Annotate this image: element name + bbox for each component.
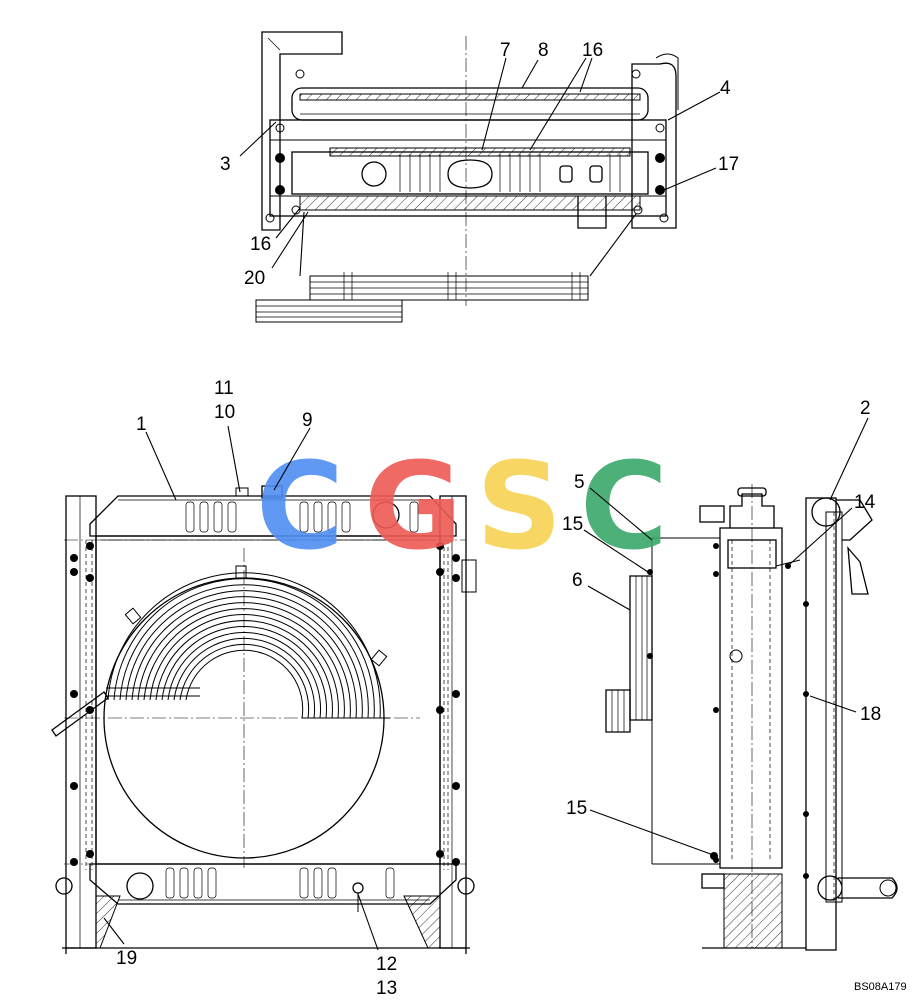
watermark-letter-4: C (580, 438, 668, 577)
callout-3: 3 (220, 154, 231, 175)
callout-8: 8 (538, 40, 549, 61)
fan-guard (106, 565, 390, 719)
callout-20: 20 (244, 268, 265, 289)
drawing-code: BS08A179 (854, 981, 907, 993)
callout-6: 6 (572, 570, 583, 591)
watermark: C G S C (256, 438, 668, 577)
callout-4: 4 (720, 78, 731, 99)
watermark-letter-2: G (364, 438, 463, 577)
callout-18: 16 (582, 40, 603, 61)
core-fins (399, 154, 621, 192)
callout-5: 5 (574, 472, 585, 493)
callout-13: 13 (376, 978, 397, 999)
watermark-letter-1: C (256, 438, 344, 577)
callout-7: 7 (500, 40, 511, 61)
callout-10: 10 (214, 402, 235, 423)
top-view (255, 31, 679, 323)
callout-2: 2 (860, 398, 871, 419)
leader-lines (103, 57, 869, 951)
side-view (605, 484, 898, 951)
callout-17: 16 (250, 234, 271, 255)
callout-9: 9 (302, 410, 313, 431)
watermark-letter-3: S (476, 438, 562, 577)
front-view (51, 485, 477, 954)
callout-19: 19 (116, 948, 137, 969)
callout-1: 1 (136, 414, 147, 435)
callout-12: 12 (376, 954, 397, 975)
callout-labels: 7 8 16 4 3 17 16 20 11 10 1 9 2 5 14 15 … (116, 40, 907, 999)
callout-11: 11 (214, 378, 234, 399)
top-tank-ribs (185, 501, 419, 533)
bottom-tank-ribs (165, 867, 395, 899)
callout-16-side: 18 (860, 704, 881, 725)
callout-15-bottom: 15 (566, 798, 587, 819)
callout-15-top: 15 (562, 514, 583, 535)
callout-16-top: 17 (718, 154, 739, 175)
callout-14: 14 (854, 492, 876, 513)
